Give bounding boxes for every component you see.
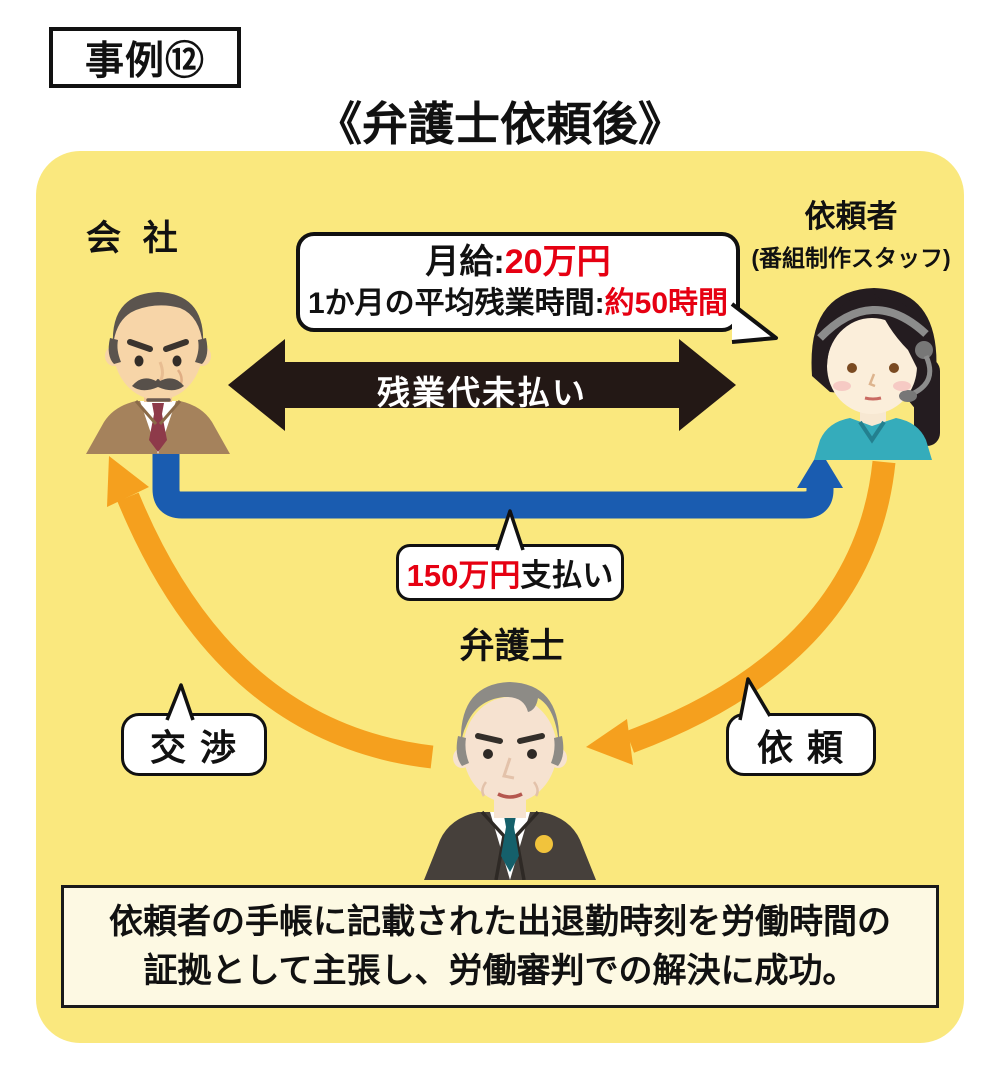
dispute-arrow <box>228 339 736 431</box>
payment-value: 150万円 <box>406 558 521 593</box>
salary-line1-label: 月給: <box>425 243 505 281</box>
salary-bubble: 月給:20万円 1か月の平均残業時間:約50時間 <box>296 232 740 332</box>
client-labels: 依頼者 (番組制作スタッフ) <box>726 191 976 273</box>
negotiation-bubble: 交 渉 <box>121 713 267 776</box>
company-label: 会 社 <box>86 219 184 258</box>
dispute-arrow-label: 残業代未払い <box>377 374 587 411</box>
result-box: 依頼者の手帳に記載された出退勤時刻を労働時間の 証拠として主張し、労働審判での解… <box>61 885 939 1008</box>
request-bubble: 依 頼 <box>726 713 876 776</box>
request-label: 依 頼 <box>756 726 845 768</box>
lawyer-avatar <box>416 664 604 880</box>
client-avatar <box>786 280 962 460</box>
company-avatar <box>82 282 234 454</box>
salary-line1-value: 20万円 <box>504 243 611 281</box>
salary-line2-value: 約50時間 <box>604 287 729 320</box>
result-line1: 依頼者の手帳に記載された出退勤時刻を労働時間の <box>109 902 891 941</box>
payment-suffix: 支払い <box>520 558 614 593</box>
company-person-icon <box>86 292 230 454</box>
client-person-icon <box>811 288 940 460</box>
case-number-label: 事例⑫ <box>84 39 205 83</box>
client-sublabel: (番組制作スタッフ) <box>751 245 951 271</box>
payment-label: 150万円支払い <box>407 550 614 595</box>
result-line2: 証拠として主張し、労働審判での解決に成功。 <box>143 951 857 990</box>
salary-line2: 1か月の平均残業時間:約50時間 <box>308 284 728 324</box>
payment-bubble: 150万円支払い <box>396 544 624 601</box>
lawyer-person-icon <box>424 682 596 880</box>
negotiation-label: 交 渉 <box>149 726 238 768</box>
client-label: 依頼者 <box>804 199 898 234</box>
salary-line1: 月給:20万円 <box>425 240 610 284</box>
lawyer-label: 弁護士 <box>459 627 565 666</box>
page-title: 《弁護士依頼後》 <box>316 98 684 150</box>
case-number-badge: 事例⑫ <box>49 27 241 88</box>
salary-line2-label: 1か月の平均残業時間: <box>307 287 605 320</box>
